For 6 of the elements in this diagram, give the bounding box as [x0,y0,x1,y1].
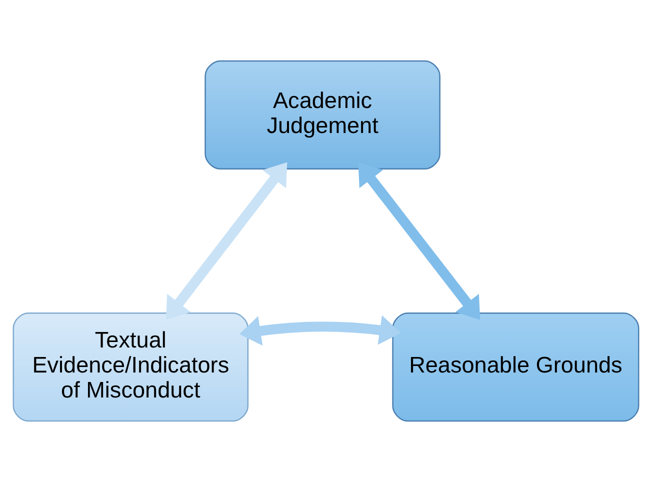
node-box: Reasonable Grounds [392,312,640,422]
arrow [358,162,480,320]
arrow [239,315,401,346]
node-box: Textual Evidence/Indicators of Misconduct [12,312,249,422]
node-box: Academic Judgement [204,60,440,170]
arrow [166,162,288,320]
